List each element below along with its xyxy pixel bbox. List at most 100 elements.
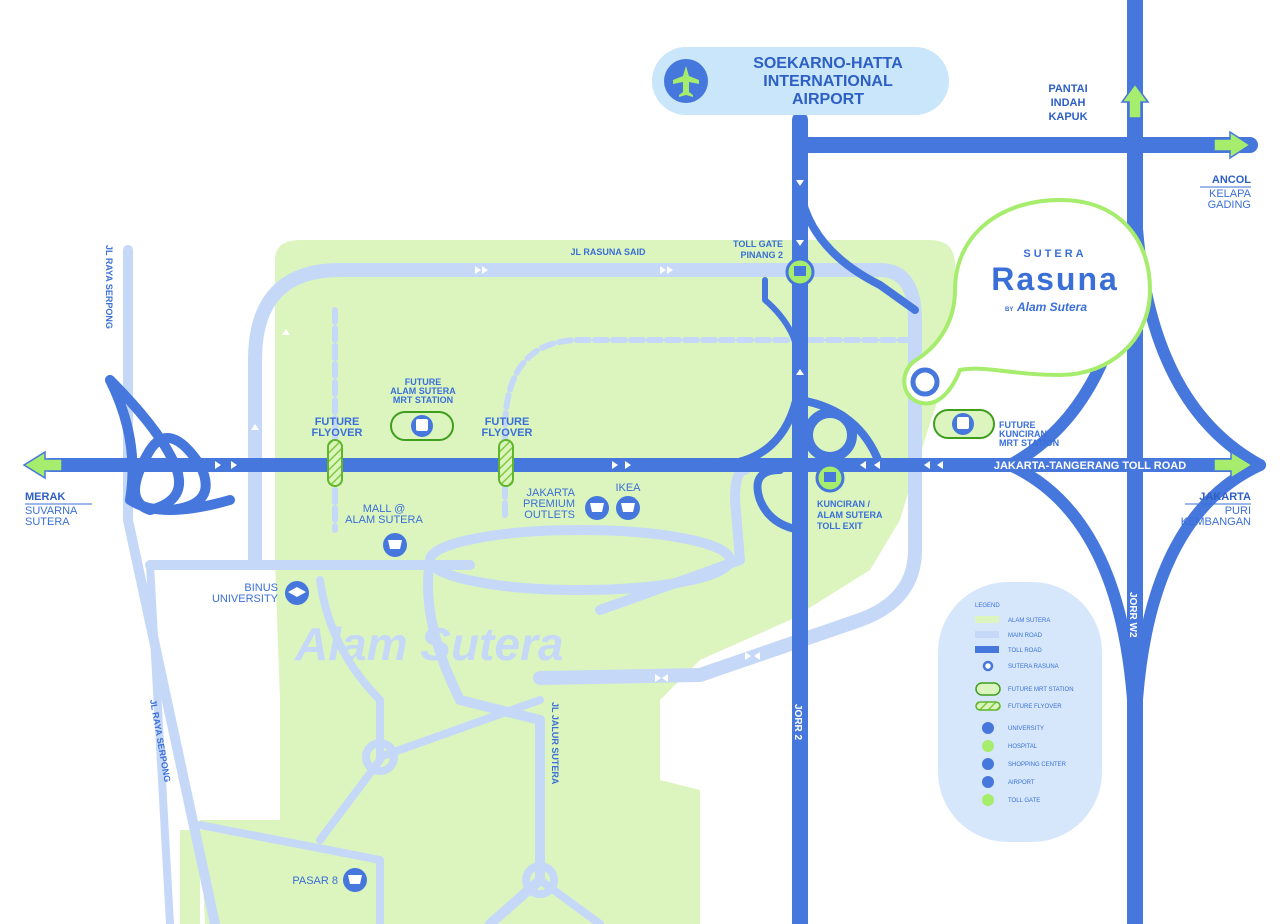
ikea-label: IKEA: [615, 482, 641, 494]
kunciran-line1: KUNCIRAN /: [817, 499, 870, 509]
jorr-w2-label: JORR W2: [1127, 592, 1138, 638]
legend-item: TOLL GATE: [982, 794, 1040, 806]
legend-label: SUTERA RASUNA: [1008, 664, 1059, 670]
toll-roads: [43, 0, 1266, 924]
arrow-east-icon: [1213, 450, 1254, 480]
binus-line2: UNIVERSITY: [212, 593, 279, 605]
ancol-label: ANCOL: [1212, 174, 1251, 186]
legend-label: UNIVERSITY: [1008, 726, 1044, 732]
jpo-line3: OUTLETS: [524, 509, 575, 521]
airport-box: SOEKARNO-HATTA INTERNATIONAL AIRPORT: [652, 47, 949, 115]
future-flyover-1: [327, 439, 343, 487]
ancol-sub2: GADING: [1208, 199, 1251, 211]
toll-gate-line1: TOLL GATE: [733, 239, 783, 249]
airport-icon: [982, 776, 994, 788]
shopping-center-icon: [343, 868, 367, 892]
jl-rasuna-said: JL RASUNA SAID: [570, 247, 646, 257]
sutera-rasuna-icon: [910, 367, 940, 397]
mrt-as-line3: MRT STATION: [393, 395, 453, 405]
legend-title: LEGEND: [975, 603, 1000, 609]
main-road-swatch: [975, 631, 999, 638]
jl-jalur-sutera: JL JALUR SUTERA: [550, 702, 560, 785]
legend-item: SHOPPING CENTER: [982, 758, 1067, 770]
legend-label: TOLL ROAD: [1008, 648, 1042, 654]
jakarta-label: JAKARTA: [1199, 491, 1251, 503]
mrt-k-line1: FUTURE: [999, 420, 1036, 430]
toll-gate-pinang-icon: [785, 257, 815, 287]
merak-label: MERAK: [25, 491, 65, 503]
legend-item: UNIVERSITY: [982, 722, 1044, 734]
legend-label: HOSPITAL: [1008, 744, 1038, 750]
area-watermark: Alam Sutera: [294, 618, 563, 670]
shopping-center-icon: [585, 496, 609, 520]
arrow-east-ancol-icon: [1213, 130, 1252, 160]
toll-gate-kunciran-icon: [815, 463, 845, 493]
flyover2-line1: FUTURE: [485, 416, 530, 428]
jorr2-label: JORR 2: [792, 704, 803, 741]
university-icon: [982, 722, 994, 734]
main-roads: [123, 245, 922, 924]
legend-label: FUTURE FLYOVER: [1008, 704, 1062, 710]
road-chevrons: [215, 180, 943, 682]
mrt-k-line2: KUNCIRAN: [999, 429, 1047, 439]
direction-arrows: [22, 82, 1254, 480]
legend: LEGEND ALAM SUTERA MAIN ROAD TOLL ROAD SUTE…: [938, 582, 1102, 842]
kunciran-line3: TOLL EXIT: [817, 521, 863, 531]
toll-road-swatch: [975, 646, 999, 653]
shopping-center-icon: [383, 533, 407, 557]
legend-item: FUTURE MRT STATION: [975, 682, 1074, 696]
pantai-line3: KAPUK: [1048, 111, 1087, 123]
legend-item: TOLL ROAD: [975, 646, 1042, 654]
legend-item: ALAM SUTERA: [975, 616, 1050, 624]
university-icon: [285, 581, 309, 605]
toll-gate-icon: [982, 794, 994, 806]
area-swatch: [975, 616, 999, 623]
flyover1-line2: FLYOVER: [312, 427, 363, 439]
binus-line1: BINUS: [244, 582, 278, 594]
mrt-station-icon: [975, 682, 1001, 696]
mrt-alam-sutera-icon: [390, 411, 454, 441]
toll-gate-line2: PINANG 2: [740, 250, 783, 260]
mrt-kunciran-icon: [933, 409, 995, 439]
brand-by-script: Alam Sutera: [1016, 300, 1087, 314]
sutera-rasuna-icon: [982, 660, 994, 672]
future-flyover-2: [498, 439, 514, 487]
arrow-west-icon: [22, 450, 63, 480]
sutera-rasuna-callout: SUTERA Rasuna BY Alam Sutera: [902, 197, 1153, 406]
jakarta-sub1: PURI: [1225, 505, 1251, 517]
legend-item: SUTERA RASUNA: [982, 660, 1059, 672]
shopping-center-icon: [982, 758, 994, 770]
jl-raya-serpong-top: JL RAYA SERPONG: [104, 245, 114, 329]
ancol-sub1: KELAPA: [1209, 188, 1252, 200]
alam-sutera-area: [180, 240, 955, 924]
legend-label: SHOPPING CENTER: [1008, 762, 1067, 768]
mall-line2: ALAM SUTERA: [345, 514, 423, 526]
arrow-north-icon: [1120, 82, 1150, 119]
airport-line3: AIRPORT: [792, 91, 864, 108]
legend-item: HOSPITAL: [982, 740, 1038, 752]
toll-road-label: JAKARTA-TANGERANG TOLL ROAD: [994, 460, 1186, 472]
flyover-icon: [975, 701, 1001, 711]
kunciran-line2: ALAM SUTERA: [817, 510, 883, 520]
flyover1-line1: FUTURE: [315, 416, 360, 428]
jpo-line1: JAKARTA: [527, 487, 576, 499]
brand-name: Rasuna: [991, 261, 1119, 297]
pantai-line2: INDAH: [1051, 97, 1086, 109]
brand-top: SUTERA: [1023, 248, 1086, 260]
legend-label: AIRPORT: [1008, 780, 1035, 786]
mrt-as-line1: FUTURE: [405, 377, 442, 387]
airport-line2: INTERNATIONAL: [763, 73, 893, 90]
legend-label: FUTURE MRT STATION: [1008, 687, 1074, 693]
pantai-line1: PANTAI: [1048, 83, 1087, 95]
legend-label: TOLL GATE: [1008, 798, 1040, 804]
shopping-center-icon: [616, 496, 640, 520]
jakarta-sub2: KEMBANGAN: [1181, 516, 1251, 528]
airport-line1: SOEKARNO-HATTA: [753, 55, 903, 72]
legend-item: AIRPORT: [982, 776, 1035, 788]
flyover2-line2: FLYOVER: [482, 427, 533, 439]
legend-item: MAIN ROAD: [975, 631, 1043, 639]
merak-sub2: SUTERA: [25, 516, 70, 528]
legend-label: MAIN ROAD: [1008, 633, 1043, 639]
legend-label: ALAM SUTERA: [1008, 618, 1050, 624]
